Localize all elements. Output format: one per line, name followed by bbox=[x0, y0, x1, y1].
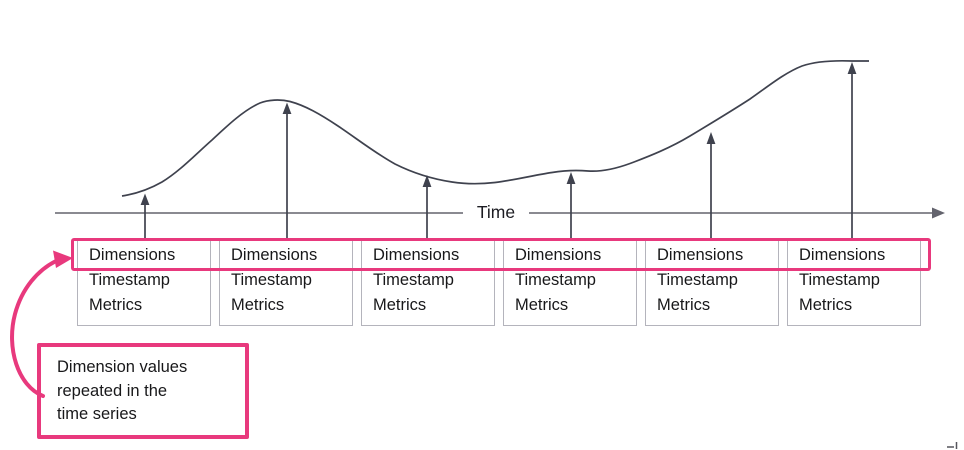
time-series-curve bbox=[121, 59, 869, 197]
dimensions-label: Dimensions bbox=[373, 246, 460, 264]
record-box: Dimensions Timestamp Metrics bbox=[787, 238, 921, 326]
data-point-arrow bbox=[706, 132, 716, 238]
time-axis-label: Time bbox=[468, 202, 524, 224]
timestamp-label: Timestamp bbox=[657, 271, 738, 289]
metrics-label: Metrics bbox=[799, 296, 853, 314]
dimensions-label: Dimensions bbox=[657, 246, 744, 264]
callout-arrowhead-icon bbox=[53, 250, 73, 268]
data-point-arrow bbox=[282, 102, 292, 238]
metrics-label: Metrics bbox=[231, 296, 285, 314]
callout-box: Dimension values repeated in the time se… bbox=[37, 343, 249, 439]
callout-line: time series bbox=[57, 405, 137, 423]
timestamp-label: Timestamp bbox=[373, 271, 454, 289]
timestamp-label: Timestamp bbox=[231, 271, 312, 289]
time-axis-arrowhead-icon bbox=[932, 207, 945, 219]
data-point-arrow bbox=[140, 193, 150, 238]
callout-line: repeated in the bbox=[57, 381, 168, 400]
timestamp-label: Timestamp bbox=[799, 271, 880, 289]
callout-line: Dimension values bbox=[57, 358, 188, 376]
record-box: Dimensions Timestamp Metrics bbox=[77, 238, 211, 326]
dimensions-highlight-band bbox=[71, 238, 931, 271]
record-box: Dimensions Timestamp Metrics bbox=[645, 238, 779, 326]
metrics-label: Metrics bbox=[89, 296, 143, 314]
dimensions-label: Dimensions bbox=[515, 246, 602, 264]
metrics-label: Metrics bbox=[373, 296, 427, 314]
data-point-arrow bbox=[566, 172, 576, 238]
data-point-arrow bbox=[847, 62, 857, 238]
cropped-artifact-mark bbox=[947, 442, 958, 449]
record-box: Dimensions Timestamp Metrics bbox=[503, 238, 637, 326]
dimensions-label: Dimensions bbox=[799, 246, 886, 264]
timestamp-label: Timestamp bbox=[515, 271, 596, 289]
data-point-arrow bbox=[422, 175, 432, 238]
metrics-label: Metrics bbox=[657, 296, 711, 314]
metrics-label: Metrics bbox=[515, 296, 569, 314]
timestamp-label: Timestamp bbox=[89, 271, 170, 289]
dimensions-label: Dimensions bbox=[231, 246, 318, 264]
dimensions-label: Dimensions bbox=[89, 246, 176, 264]
